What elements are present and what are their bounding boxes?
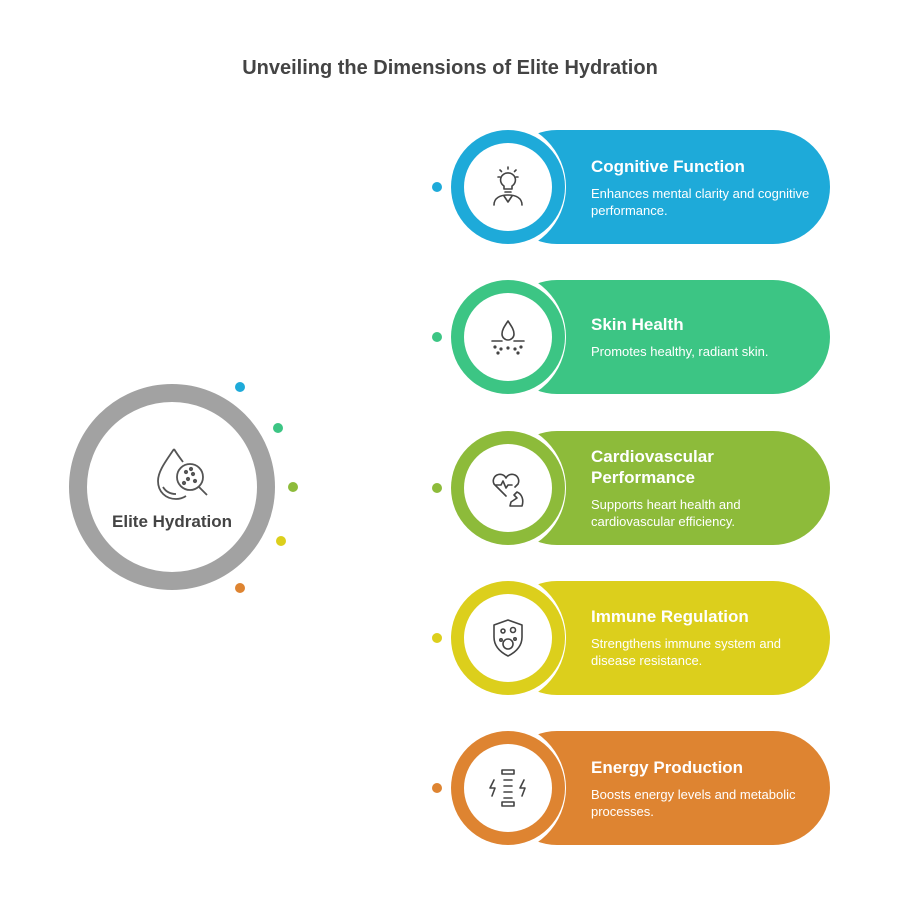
card-title: Energy Production [591, 757, 744, 777]
connector-dot [432, 632, 442, 643]
connector-dot [432, 332, 442, 343]
skin-drop-icon [491, 320, 525, 355]
heart-muscle-icon [492, 473, 524, 507]
icon-circle [464, 593, 552, 682]
icon-circle [464, 293, 552, 382]
card-description: Enhances mental clarity and cognitive pe… [591, 185, 810, 218]
card-description: Supports heart health and cardiovascular… [591, 496, 741, 529]
dimension-card-1: Skin Health Promotes healthy, radiant sk… [0, 271, 900, 404]
card-description: Boosts energy levels and metabolic proce… [591, 786, 796, 819]
card-description: Promotes healthy, radiant skin. [591, 344, 769, 360]
connector-dot [432, 783, 442, 794]
connector-dot [432, 182, 442, 192]
shield-cells-icon [493, 619, 523, 657]
hub-label: Elite Hydration [112, 512, 232, 531]
water-drop-magnifier-icon [157, 448, 208, 500]
hub-dot-energy [235, 583, 245, 593]
hub-dot-cognitive [235, 382, 245, 392]
icon-circle [464, 143, 552, 231]
dimension-card-3: Immune Regulation Strengthens immune sys… [0, 571, 900, 704]
dimension-card-0: Cognitive Function Enhances mental clari… [0, 121, 900, 253]
energy-battery-icon [489, 769, 526, 807]
dimension-card-4: Energy Production Boosts energy levels a… [0, 722, 900, 855]
dimension-card-2: Cardiovascular Performance Supports hear… [0, 421, 900, 554]
card-title: Cardiovascular Performance [591, 446, 714, 487]
card-description: Strengthens immune system and disease re… [591, 636, 782, 669]
page-title: Unveiling the Dimensions of Elite Hydrat… [242, 57, 658, 79]
hub-dot-cardio [288, 482, 298, 492]
connector-dot [432, 482, 442, 493]
card-title: Immune Regulation [591, 607, 749, 627]
card-title: Cognitive Function [591, 156, 745, 176]
hub-dot-skin [273, 423, 283, 433]
card-title: Skin Health [591, 315, 684, 335]
icon-circle [464, 443, 552, 532]
lightbulb-head-icon [493, 166, 523, 206]
hub-dot-immune [276, 536, 286, 546]
icon-circle [464, 744, 552, 833]
